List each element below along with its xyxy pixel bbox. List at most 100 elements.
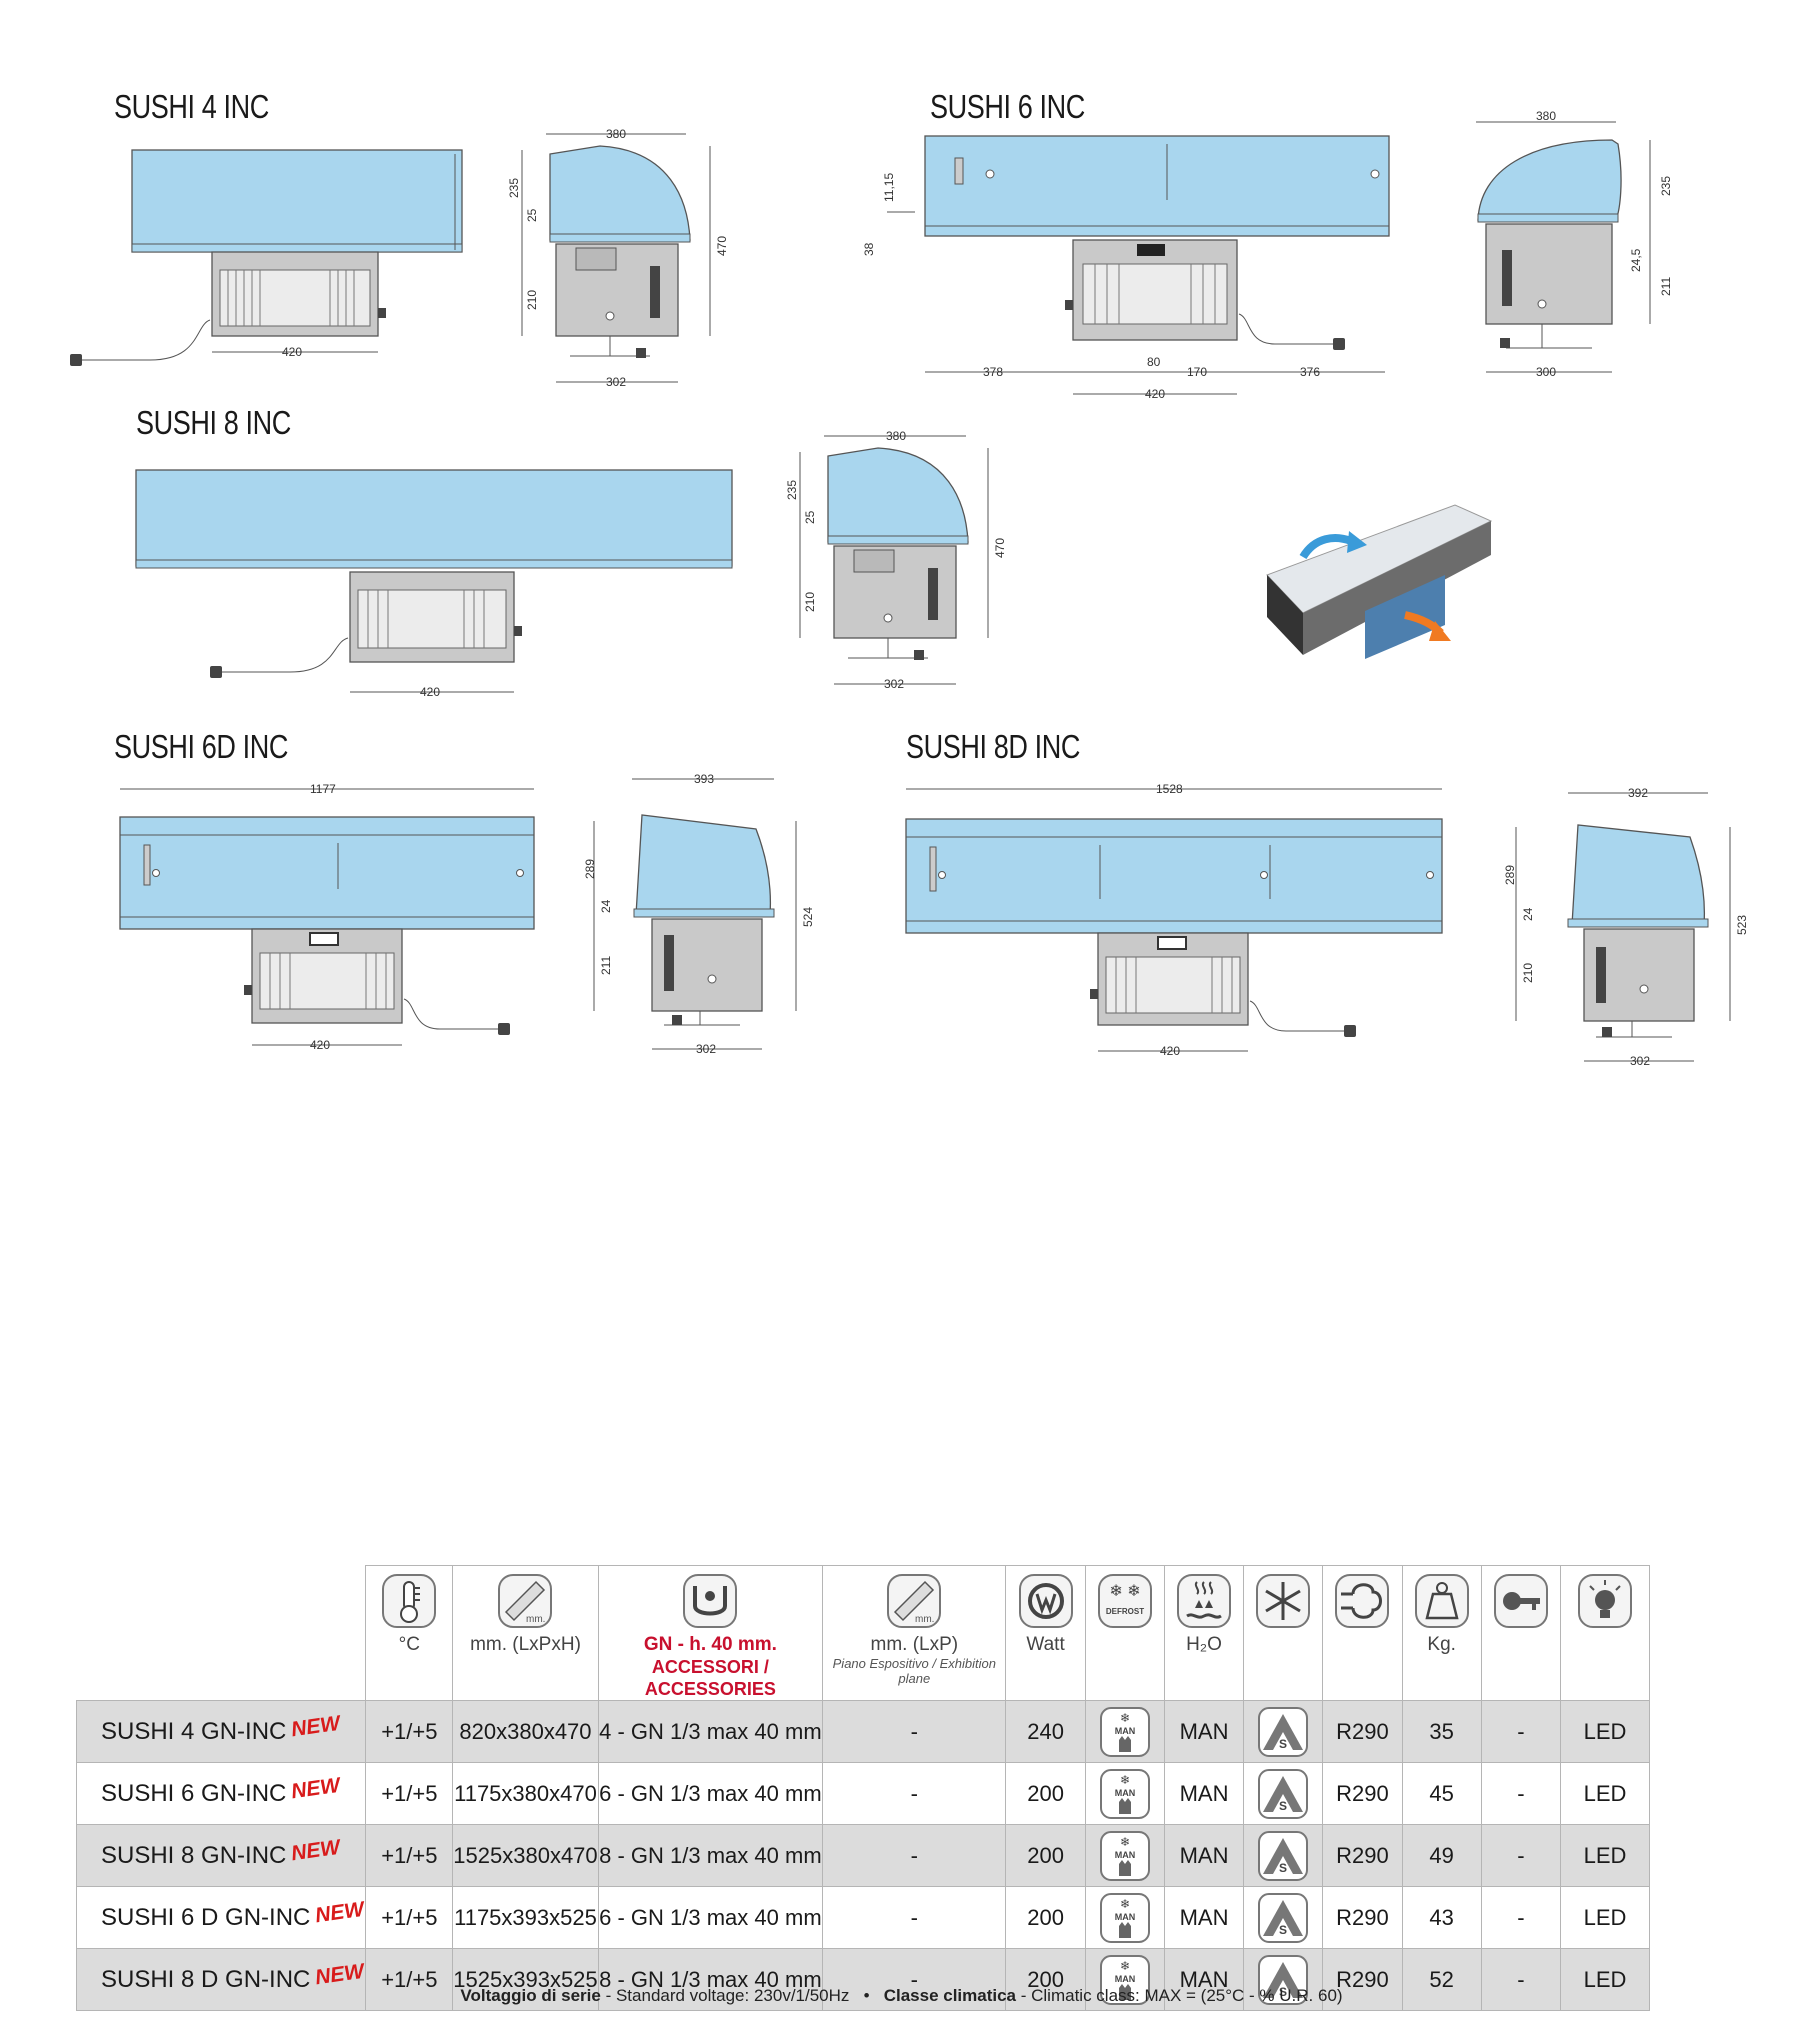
cell-defrost: ❄MAN [1084, 1824, 1165, 1887]
model-title-sushi-6d: SUSHI 6D INC [114, 728, 289, 765]
header-gn-label: GN - h. 40 mm. [643, 1634, 777, 1655]
cell-h2o: MAN [1163, 1824, 1245, 1887]
dim-sushi4-w380: 380 [606, 127, 626, 141]
cell-gas: R290 [1322, 1762, 1403, 1825]
header-dimensions: mm. mm. (LxPxH) [452, 1565, 599, 1701]
sushi-4-front-drawing: 420 [70, 149, 463, 366]
svg-text:❄: ❄ [1120, 1835, 1130, 1849]
dim-sushi6d-w420: 420 [310, 1038, 330, 1052]
cell-refrigeration: S [1243, 1886, 1324, 1949]
footer-voltage-note: Voltaggio di serie - Standard voltage: 2… [0, 1986, 1803, 2006]
cell-watt: 200 [1005, 1886, 1086, 1949]
dim-sushi6d-h211: 211 [599, 956, 613, 975]
dim-sushi8-w380: 380 [886, 429, 906, 443]
cell-kg: 45 [1401, 1762, 1482, 1825]
footer-voltage-text: - Standard voltage: 230v/1/50Hz [600, 1986, 850, 2005]
cell-gn: 4 - GN 1/3 max 40 mm [597, 1700, 824, 1763]
key-icon [1493, 1574, 1548, 1628]
cell-defrost: ❄MAN [1084, 1948, 1165, 2011]
header-empty [76, 1565, 367, 1701]
static-refrigeration-icon: S [1258, 1892, 1309, 1943]
cell-refrigeration: S [1243, 1948, 1324, 2011]
svg-text:MAN: MAN [1115, 1912, 1136, 1922]
cell-light: LED [1560, 1824, 1650, 1887]
svg-text:MAN: MAN [1115, 1726, 1136, 1736]
dim-sushi6-h211: 211 [1659, 277, 1673, 296]
cell-light: LED [1560, 1948, 1650, 2011]
svg-text:❄: ❄ [1120, 1711, 1130, 1725]
model-name: SUSHI 8 D GN-INC [101, 1965, 311, 1993]
svg-text:MAN: MAN [1115, 1850, 1136, 1860]
dim-sushi8-h470: 470 [993, 538, 1007, 558]
cell-gas: R290 [1322, 1948, 1403, 2011]
cell-lock: - [1480, 1762, 1562, 1825]
svg-text:S: S [1279, 1923, 1287, 1937]
sushi-6-front-drawing: 11,15 38 378 80 170 376 420 [862, 135, 1390, 401]
dim-sushi6-w376: 376 [1300, 365, 1320, 379]
dim-sushi6d-w1177: 1177 [310, 782, 336, 796]
cell-gas: R290 [1322, 1886, 1403, 1949]
svg-text:❄ ❄: ❄ ❄ [1109, 1583, 1140, 1600]
manual-defrost-icon: ❄MAN [1099, 1892, 1150, 1943]
water-evaporation-icon [1177, 1574, 1232, 1628]
model-title-sushi-8d: SUSHI 8D INC [906, 728, 1081, 765]
dim-sushi6-h235: 235 [1659, 176, 1673, 196]
dim-sushi6-w300: 300 [1536, 365, 1556, 379]
header-refrigeration [1243, 1565, 1324, 1701]
cell-lock: - [1480, 1886, 1562, 1949]
static-refrigeration-icon: S [1258, 1954, 1309, 2005]
header-exhibition-plane: mm. mm. (LxP) Piano Espositivo / Exhibit… [822, 1565, 1007, 1701]
header-temperature: °C [365, 1565, 454, 1701]
manual-defrost-icon: ❄MAN [1099, 1954, 1150, 2005]
cell-kg: 49 [1401, 1824, 1482, 1887]
weight-icon [1414, 1574, 1469, 1628]
dim-sushi6-w378: 378 [983, 365, 1003, 379]
dim-sushi6-w170: 170 [1187, 365, 1207, 379]
cell-light: LED [1560, 1700, 1650, 1763]
snowflake-icon [1256, 1574, 1311, 1628]
sushi-8-front-drawing: 420 [135, 469, 733, 699]
svg-text:❄: ❄ [1120, 1959, 1130, 1973]
cell-dims: 1175x393x525 [452, 1886, 599, 1949]
cell-light: LED [1560, 1762, 1650, 1825]
cell-temp: +1/+5 [365, 1824, 454, 1887]
airflow-illustration [1266, 504, 1493, 659]
svg-text:S: S [1279, 1737, 1287, 1751]
cell-plane: - [822, 1700, 1007, 1763]
cell-refrigeration: S [1243, 1824, 1324, 1887]
gn-pan-icon [683, 1574, 738, 1628]
cell-kg: 35 [1401, 1700, 1482, 1763]
cell-gas: R290 [1322, 1700, 1403, 1763]
cell-gn: 8 - GN 1/3 max 40 mm [597, 1824, 824, 1887]
header-dims-label: mm. (LxPxH) [470, 1634, 581, 1655]
sushi-8d-side-drawing: 392 289 24 210 523 302 [1503, 786, 1749, 1068]
header-lock [1480, 1565, 1562, 1701]
cell-plane: - [822, 1824, 1007, 1887]
dim-sushi6-h1115: 11,15 [882, 173, 896, 202]
manual-defrost-icon: ❄MAN [1099, 1706, 1150, 1757]
dim-sushi6d-w302: 302 [696, 1042, 716, 1056]
dim-sushi6d-h524: 524 [801, 907, 815, 927]
spec-header-row: °C mm. mm. (LxPxH) GN - h. 40 mm. ACCESS… [76, 1565, 1650, 1701]
dim-sushi8-w302: 302 [884, 677, 904, 691]
dim-sushi8d-w420: 420 [1160, 1044, 1180, 1058]
cell-refrigeration: S [1243, 1762, 1324, 1825]
defrost-icon: ❄ ❄DEFROST [1097, 1574, 1152, 1628]
model-name: SUSHI 6 D GN-INC [101, 1903, 311, 1931]
cell-h2o: MAN [1163, 1948, 1245, 2011]
footer-class-label: Classe climatica [883, 1986, 1017, 2005]
cell-lock: - [1480, 1700, 1562, 1763]
header-plane-sub: Piano Espositivo / Exhibition plane [832, 1656, 996, 1686]
cell-gn: 6 - GN 1/3 max 40 mm [597, 1886, 824, 1949]
dim-sushi4-h470: 470 [715, 236, 729, 256]
header-gn: GN - h. 40 mm. ACCESSORI / ACCESSORIES [597, 1565, 824, 1701]
cell-dims: 820x380x470 [452, 1700, 599, 1763]
dim-sushi8d-w392: 392 [1628, 786, 1648, 800]
spec-table: °C mm. mm. (LxPxH) GN - h. 40 mm. ACCESS… [75, 1565, 1650, 2011]
dim-sushi4-h235: 235 [507, 178, 521, 198]
light-bulb-icon [1578, 1574, 1632, 1628]
